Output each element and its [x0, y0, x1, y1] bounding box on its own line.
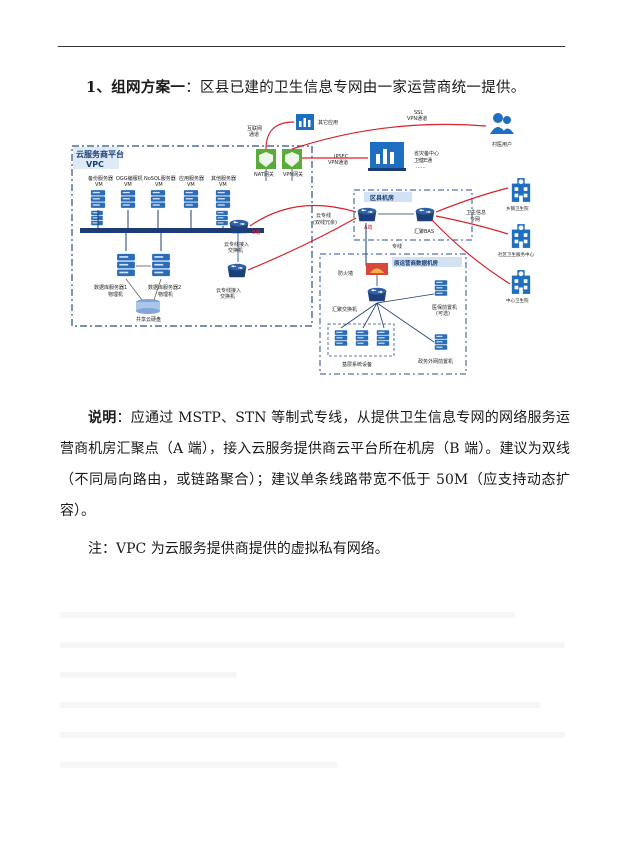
explanation-label: 说明: [88, 410, 117, 426]
vm-label-nosql: NoSQL服务器: [144, 175, 176, 182]
firewall-label: 防火墙: [338, 270, 353, 277]
central-hospital-label: 中心卫生院: [506, 297, 529, 304]
agg-switch-label: 汇聚交换机: [332, 306, 357, 313]
ipsec-label: IPSEC: [334, 154, 349, 160]
prov-center-label: 省灾备中心: [414, 150, 439, 157]
db1-sub: 物理机: [108, 291, 123, 298]
explanation-paragraph: 说明：应通过 MSTP、STN 等制式专线，从提供卫生信息专网的网络服务运营商机…: [60, 403, 570, 527]
cloud-title: 云服务商平台: [76, 149, 124, 159]
access-switch-2-sub: 交换机: [220, 293, 235, 300]
county-room-boundary: [353, 189, 473, 241]
vm-group: 备份服务器 VM OGG编服机 VM NoSQL服务器 VM 应用服务器 VM …: [88, 175, 236, 226]
vm-sub: VM: [95, 182, 103, 188]
vm-sub: VM: [155, 182, 163, 188]
medical-frontend-icon: [434, 280, 448, 296]
ssl-label: SSL: [414, 110, 423, 116]
access-switch-2-label: 云专线接入: [216, 287, 241, 294]
existing-room-label: 原运营商数据机房: [394, 259, 439, 267]
existing-room-boundary: [319, 253, 467, 375]
internet-sub: 通道: [249, 131, 259, 138]
internet-label: 互联网: [247, 125, 262, 132]
section-heading: 1、组网方案一：区县已建的卫生信息专网由一家运营商统一提供。: [86, 76, 526, 97]
a-end-label: A端: [364, 224, 372, 231]
server-icon: [120, 190, 136, 208]
server-icon: [376, 330, 390, 346]
gov-frontend-icon: [434, 334, 448, 350]
vpn-gateway-icon: [282, 149, 302, 169]
health-net-sub: 专网: [470, 216, 480, 223]
access-switch-icon: [227, 263, 247, 278]
database-server-icon: [152, 253, 170, 277]
prov-center-sub: 卫健E通: [414, 157, 432, 164]
vpn-gateway-label: VPN网关: [283, 171, 303, 178]
dedicated-line-label: 专线: [392, 243, 402, 250]
base-system-label: 基层系统设备: [342, 361, 372, 368]
db1-label: 数据库服务器1: [94, 284, 127, 291]
firewall-icon: [366, 263, 388, 275]
agg-switch-icon: [367, 287, 387, 302]
vm-label-app: 应用服务器: [179, 175, 204, 182]
township-hospital-icon: [511, 178, 531, 202]
village-users-label: 村医用户: [492, 141, 512, 148]
provincial-center-icon: [368, 142, 406, 171]
heading-title: 组网方案一: [111, 79, 186, 96]
community-label: 社区卫生服务中心: [498, 251, 534, 258]
explanation-text: ：应通过 MSTP、STN 等制式专线，从提供卫生信息专网的网络服务运营商机房汇…: [60, 410, 570, 519]
community-center-icon: [511, 224, 531, 248]
other-apps-label: 其它应用: [318, 119, 338, 126]
database-server-icon: [117, 253, 135, 277]
db2-sub: 物理机: [158, 291, 173, 298]
heading-number: 1、: [86, 79, 112, 96]
vm-label-backup: 备份服务器: [88, 175, 113, 182]
vm-sub: VM: [124, 182, 132, 188]
county-switch-icon: [357, 207, 377, 222]
access-switch-icon: [229, 219, 249, 234]
frontend-sub: (可选): [436, 310, 450, 317]
village-users-icon: [490, 113, 514, 134]
vpc-boundary: [71, 145, 313, 327]
server-icon: [183, 190, 199, 208]
note-paragraph: 注：VPC 为云服务提供商提供的虚拟私有网络。: [88, 541, 389, 557]
agg-bas-label: 汇聚BAS: [414, 228, 434, 235]
vpc-backbone: [80, 228, 264, 233]
cloud-line-label: 云专线: [316, 212, 331, 219]
vm-sub: VM: [187, 182, 195, 188]
server-icon: [90, 190, 106, 208]
central-hospital-icon: [511, 270, 531, 294]
shared-disk-icon: [136, 299, 160, 314]
nat-label: NAT网关: [254, 171, 274, 178]
access-switch-1-label: 云专线接入: [224, 241, 249, 248]
shared-disk-label: 共享云硬盘: [136, 316, 161, 323]
server-icon: [355, 330, 369, 346]
health-net-label: 卫生信息: [466, 209, 486, 216]
vm-label-other: 其他服务器: [211, 175, 236, 182]
gov-frontend-label: 政务外网前置机: [418, 358, 453, 365]
server-icon: [334, 330, 348, 346]
prov-center-more: ......: [416, 164, 426, 170]
ssl-sub: VPN通道: [407, 115, 427, 122]
vm-label-ogg: OGG编服机: [116, 175, 143, 182]
bas-switch-icon: [415, 207, 435, 222]
township-label: 乡镇卫生院: [506, 205, 529, 212]
bleed-through-background: [60, 588, 565, 778]
network-diagram: 云服务商平台 VPC 备份服务器 VM OGG编服机 VM NoSQL服务器 V…: [71, 110, 534, 375]
nat-gateway-icon: [256, 149, 276, 169]
db2-label: 数据库服务器2: [148, 284, 181, 291]
ipsec-sub: VPN通道: [328, 159, 348, 166]
other-apps-icon: [296, 114, 314, 130]
vm-sub: VM: [219, 182, 227, 188]
county-room-label: 区县机房: [370, 194, 394, 202]
b-end-label: B端: [252, 229, 260, 236]
access-switch-1-sub: 交换机: [228, 247, 243, 254]
server-icon: [215, 190, 231, 208]
server-icon: [150, 190, 166, 208]
cloud-line-sub: (双线冗余): [313, 219, 337, 226]
heading-rest: ：区县已建的卫生信息专网由一家运营商统一提供。: [185, 80, 526, 96]
frontend-label: 医保前置机: [432, 304, 457, 311]
header-rule: [58, 46, 565, 47]
vpc-label: VPC: [86, 160, 104, 169]
